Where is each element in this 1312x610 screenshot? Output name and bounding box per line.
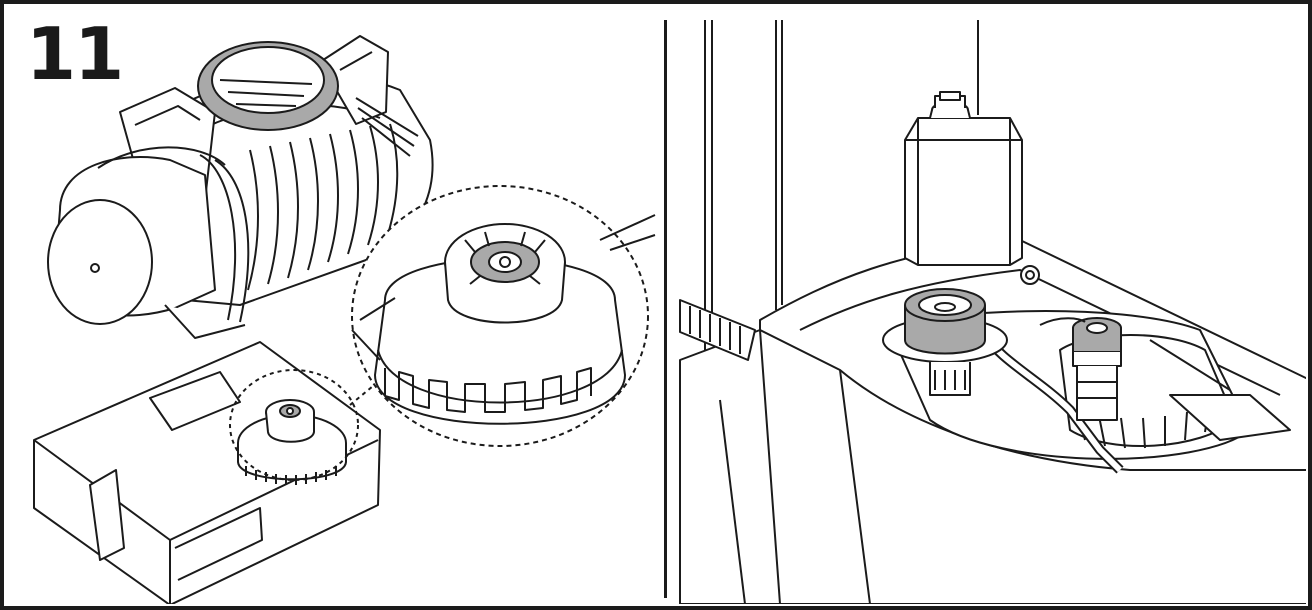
hose-connector-icon (882, 288, 1008, 396)
cap-magnifier-icon (351, 185, 656, 447)
bottle-icon (904, 91, 1023, 266)
tank-cap-icon (237, 399, 347, 485)
valve-fitting-icon (1039, 317, 1231, 421)
step-number: 11 (26, 12, 124, 96)
detail-callout-small (229, 369, 359, 481)
panel-divider (664, 20, 667, 598)
motor-assembly-icon (47, 35, 434, 339)
machine-interior-icon (679, 20, 1306, 604)
